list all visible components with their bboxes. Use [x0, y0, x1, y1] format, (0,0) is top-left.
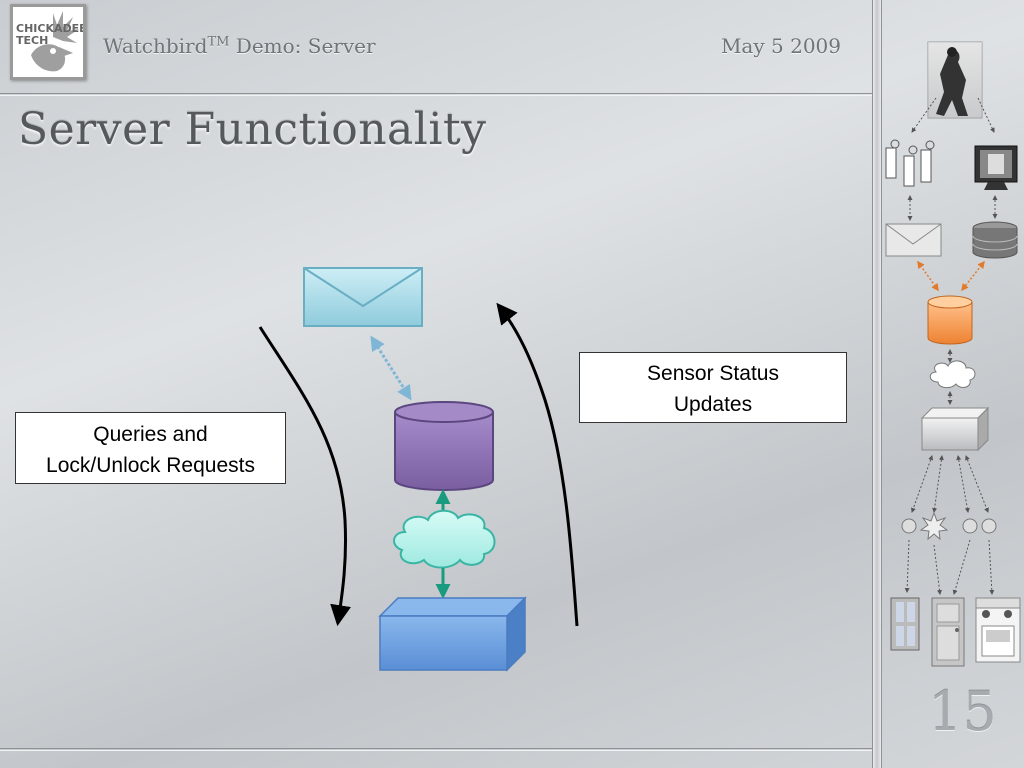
presentation-title: WatchbirdTM Demo: Server: [103, 34, 376, 58]
slide-title: Server Functionality: [18, 104, 487, 155]
queries-label-line1: Queries and: [93, 423, 208, 446]
sidebar-divider: [872, 0, 882, 768]
presentation-date: May 5 2009: [720, 34, 841, 58]
sidebar-server-db-icon: [927, 295, 973, 345]
logo-text-line1: CHICKADEE: [16, 22, 86, 35]
page-number: 15: [928, 680, 997, 743]
sidebar-photo-sensors-link: [911, 97, 937, 133]
sensor-status-label: Sensor Status Updates: [579, 352, 847, 423]
sidebar-stove-icon: [975, 597, 1021, 663]
sidebar-sensor-nodes: [901, 511, 997, 541]
database-icon: [394, 401, 494, 491]
sidebar-monitor-icon: [974, 145, 1018, 190]
sidebar-box-icon: [920, 406, 990, 452]
queries-label: Queries and Lock/Unlock Requests: [15, 412, 286, 484]
request-flow-arrow: [258, 326, 351, 627]
hardware-box-icon: [378, 596, 527, 672]
sensor-status-label-line2: Updates: [673, 393, 753, 416]
sidebar-storage-icon: [972, 221, 1018, 259]
sidebar-cloud-icon: [929, 360, 976, 389]
sidebar-storage-db-link: [961, 260, 985, 292]
status-flow-arrow: [496, 302, 579, 627]
footer-divider: [0, 748, 872, 751]
sidebar-sensor-appliance-links: [904, 539, 995, 595]
title-rest: Demo: Server: [229, 34, 376, 58]
mail-server-icon: [303, 267, 423, 327]
sensor-status-label-line1: Sensor Status: [647, 362, 779, 385]
sidebar-mail-icon: [885, 223, 942, 257]
trademark: TM: [207, 34, 230, 50]
sidebar-person-photo: [927, 41, 983, 119]
sidebar-mail-db-link: [917, 260, 939, 292]
title-main: Watchbird: [103, 34, 208, 58]
logo-text-line2: TECH: [16, 34, 49, 47]
chickadee-tech-logo: CHICKADEE TECH: [10, 4, 86, 80]
sidebar-sensor-tags-icon: [885, 139, 935, 187]
sidebar-door-icon: [931, 597, 965, 667]
header-divider: [0, 93, 872, 96]
sidebar-window-icon: [890, 597, 920, 651]
queries-label-line2: Lock/Unlock Requests: [46, 454, 255, 477]
sidebar-box-sensor-links: [910, 455, 989, 513]
mail-db-connector: [370, 335, 412, 401]
network-cloud-icon: [393, 509, 496, 569]
